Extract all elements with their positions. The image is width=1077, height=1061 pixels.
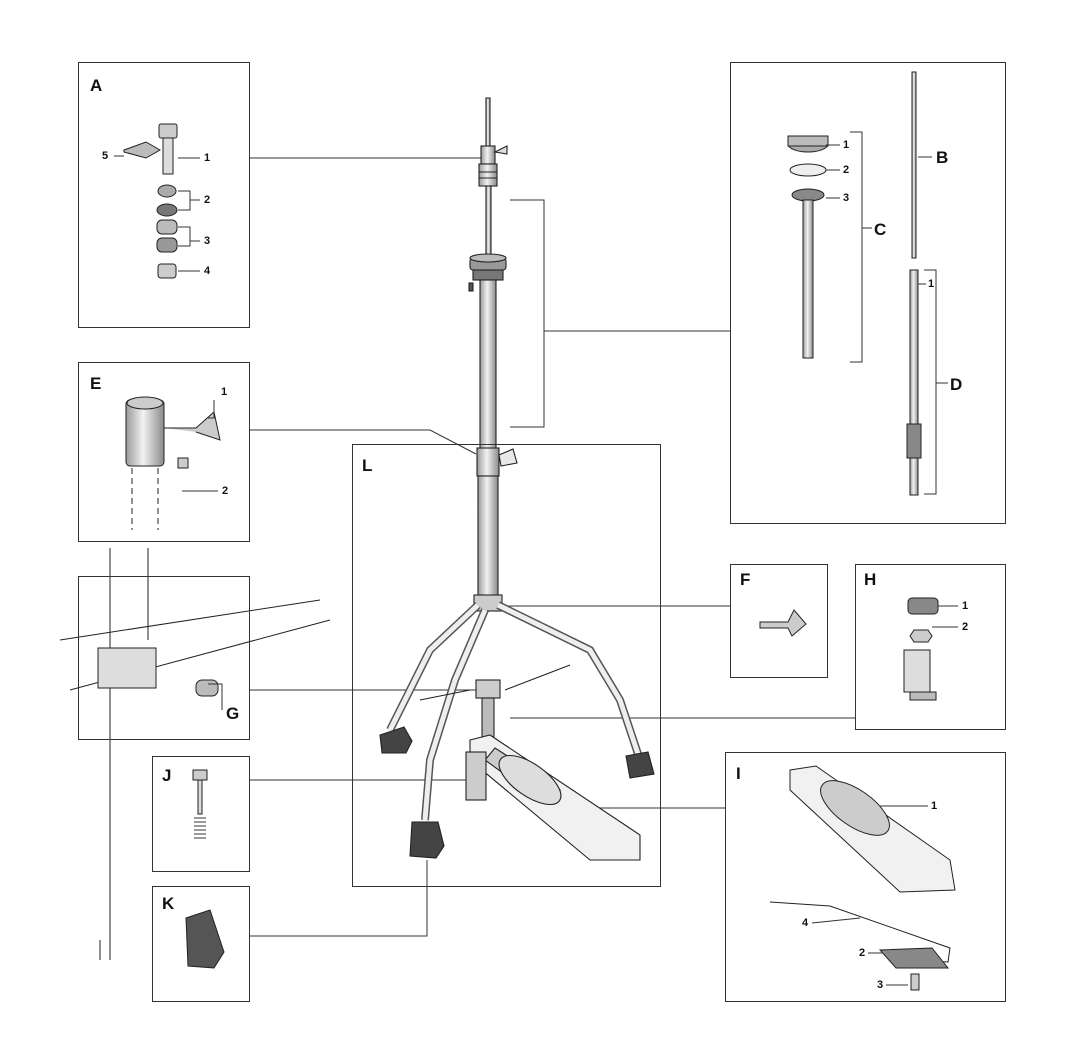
leader-lines: [249, 157, 855, 937]
part-number: 1: [204, 152, 211, 164]
panel-label-f: F: [740, 570, 751, 589]
part-number: 2: [222, 485, 229, 497]
part-number: 2: [962, 621, 969, 633]
cup-felt-icon: [903, 597, 939, 701]
panel-G: [78, 576, 250, 740]
spring-icon: [192, 769, 208, 839]
panel-label-l: L: [362, 456, 373, 475]
panel-E: [78, 362, 250, 542]
part-number: 3: [843, 192, 850, 204]
panel-BCD: [730, 62, 1006, 524]
tripod-detail: [59, 548, 331, 960]
foot-rubber-icon: [185, 909, 225, 969]
panel-A: [78, 62, 250, 328]
part-number: 4: [204, 265, 211, 277]
rod-icon: [787, 71, 922, 496]
panel-label-h: H: [864, 570, 877, 589]
part-number: 1: [843, 139, 850, 151]
panel-label-a: A: [90, 76, 103, 95]
memory-lock-icon: [125, 396, 221, 530]
part-number: 2: [859, 947, 866, 959]
panel-J: [152, 756, 250, 872]
part-number: 2: [843, 164, 850, 176]
part-number: 3: [877, 979, 884, 991]
clutch-screw-icon: [123, 123, 178, 279]
part-number: 5: [102, 150, 109, 162]
part-number: 1: [221, 386, 228, 398]
panel-label-d: D: [950, 375, 963, 394]
panel-label-b: B: [936, 148, 949, 167]
wing-bolt-icon: [759, 609, 807, 637]
panel-label-i: I: [736, 764, 741, 783]
panel-label-j: J: [162, 766, 172, 785]
main-stand: [379, 97, 655, 861]
part-number: 1: [928, 278, 935, 290]
part-number: 1: [931, 800, 938, 812]
part-number: 4: [802, 917, 809, 929]
panel-L: [352, 444, 661, 887]
panel-H: [855, 564, 1006, 730]
part-number: 3: [204, 235, 211, 247]
panel-label-g: G: [226, 704, 240, 723]
panel-label-c: C: [874, 220, 887, 239]
panel-label-e: E: [90, 374, 102, 393]
panel-label-k: K: [162, 894, 175, 913]
footboard-icon: [769, 765, 956, 991]
panel-K: [152, 886, 250, 1002]
panel-I: [725, 752, 1006, 1002]
part-number: 2: [204, 194, 211, 206]
panel-F: [730, 564, 828, 678]
part-number: 1: [962, 600, 969, 612]
